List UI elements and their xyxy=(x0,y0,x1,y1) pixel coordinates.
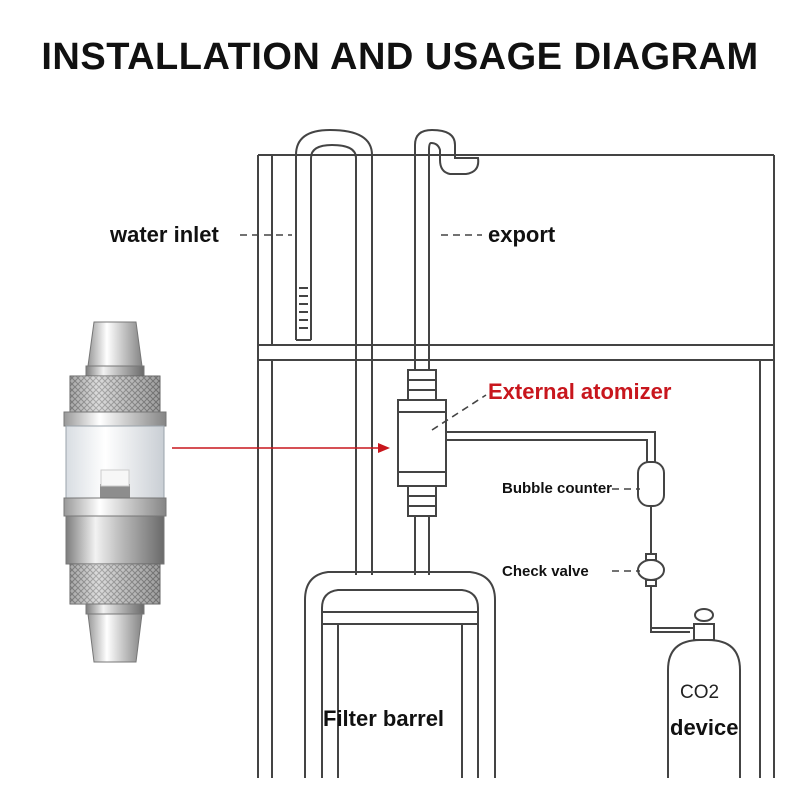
label-external-atomizer: External atomizer xyxy=(488,379,672,404)
leader-lines xyxy=(240,234,640,572)
filter-barrel xyxy=(304,571,496,778)
export-pipe xyxy=(414,128,480,575)
co2-cylinder xyxy=(667,608,741,778)
co2-tubing xyxy=(446,431,690,633)
pointer-arrow xyxy=(172,443,390,453)
label-filter-barrel: Filter barrel xyxy=(323,706,445,731)
label-device: device xyxy=(670,715,739,740)
label-check-valve: Check valve xyxy=(502,563,589,580)
label-bubble-counter: Bubble counter xyxy=(502,480,613,497)
check-valve xyxy=(637,553,665,587)
aquarium-tank xyxy=(257,154,775,778)
bubble-counter xyxy=(637,461,665,507)
label-water-inlet: water inlet xyxy=(110,222,219,247)
label-export: export xyxy=(488,222,556,247)
atomizer-installed xyxy=(397,369,447,517)
label-co2-cylinder: CO2 xyxy=(680,682,720,703)
inlet-pipe xyxy=(295,128,373,575)
inlet-strainer xyxy=(299,287,308,329)
diagram-title: INSTALLATION AND USAGE DIAGRAM xyxy=(41,36,759,78)
atomizer-product-image xyxy=(63,321,167,663)
